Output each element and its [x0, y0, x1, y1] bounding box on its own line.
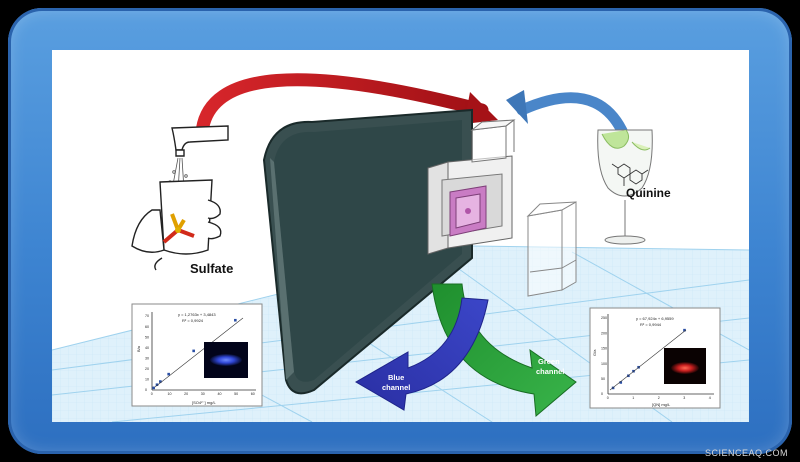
- calibration-plot-quinine: 0 50 100 150 200 250 0 1 2 3 4 y = 67,924x + 6,95…: [589, 307, 721, 409]
- r2-sulfate: R² = 0,9924: [182, 318, 204, 323]
- data-point: [619, 381, 623, 384]
- y-ticks-quinine: 0 50 100 150 200 250: [601, 316, 607, 396]
- x-tick-label: 4: [709, 396, 711, 400]
- x-tick-label: 2: [658, 396, 660, 400]
- y-tick-label: 0: [145, 388, 147, 392]
- ylabel-sulfate: B/a: [136, 345, 141, 352]
- x-tick-label: 10: [167, 392, 171, 396]
- cuvette-holder-icon: [427, 119, 516, 255]
- data-point: [155, 383, 159, 387]
- blue-channel-label-1: Blue: [388, 373, 404, 382]
- equation-sulfate: y = 1,2763x + 3,4843: [178, 312, 216, 317]
- x-tick-label: 60: [251, 392, 255, 396]
- data-point: [152, 386, 155, 390]
- y-tick-label: 200: [601, 331, 607, 335]
- y-tick-label: 0: [601, 392, 603, 396]
- y-tick-label: 50: [601, 377, 605, 381]
- r2-quinine: R² = 0,9944: [640, 322, 662, 327]
- y-tick-label: 50: [145, 335, 149, 339]
- x-ticks-quinine: 0 1 2 3 4: [607, 396, 711, 400]
- x-ticks-sulfate: 0 10 20 30 40 50 60: [151, 392, 255, 396]
- calibration-plot-sulfate: 0 10 20 30 40 50 60 70 0 10 20 30 40 50 60 y = 1,2763…: [131, 303, 263, 407]
- y-tick-label: 60: [145, 325, 149, 329]
- sulfate-label: Sulfate: [190, 261, 234, 276]
- x-tick-label: 1: [632, 396, 634, 400]
- xlabel-quinine: [QN] mg/L: [652, 402, 671, 407]
- data-point: [234, 318, 237, 322]
- y-tick-label: 250: [601, 316, 607, 320]
- faucet-icon: [168, 125, 229, 193]
- blue-channel-arrow: [355, 297, 489, 411]
- y-tick-label: 30: [145, 356, 149, 360]
- y-tick-label: 10: [145, 378, 149, 382]
- sulfate-molecule-icon: [162, 213, 195, 244]
- data-point: [167, 372, 170, 376]
- points-sulfate: [152, 318, 237, 390]
- x-tick-label: 40: [217, 392, 221, 396]
- green-channel-label-2: channel: [536, 367, 564, 376]
- y-tick-label: 20: [145, 367, 149, 371]
- ylabel-quinine: G/a: [592, 349, 597, 356]
- y-tick-label: 100: [601, 362, 607, 366]
- equation-quinine: y = 67,924x + 6,9559: [636, 316, 674, 321]
- x-tick-label: 50: [234, 392, 238, 396]
- x-tick-label: 0: [607, 396, 609, 400]
- y-tick-label: 40: [145, 346, 149, 350]
- smartphone-screen: [262, 108, 473, 395]
- y-ticks-sulfate: 0 10 20 30 40 50 60 70: [145, 314, 149, 392]
- y-tick-label: 150: [601, 347, 607, 351]
- cocktail-glass-icon: [597, 129, 653, 245]
- x-tick-label: 3: [683, 396, 685, 400]
- quinine-label: Quinine: [626, 186, 671, 200]
- x-tick-label: 20: [184, 392, 188, 396]
- diagram-svg: Blue channel Green channel 0102030405060…: [52, 73, 749, 422]
- watermark: SCIENCEAQ.COM: [704, 448, 788, 458]
- data-point: [192, 349, 195, 353]
- blue-channel-label-2: channel: [382, 383, 410, 392]
- xlabel-sulfate: [SO4²⁻] mg/L: [192, 400, 216, 405]
- cuvette-icon: [526, 201, 577, 297]
- data-point: [683, 328, 686, 332]
- data-point: [159, 380, 162, 383]
- y-tick-label: 70: [145, 314, 149, 318]
- x-tick-label: 0: [151, 392, 153, 396]
- x-tick-label: 30: [201, 392, 205, 396]
- green-channel-label-1: Green: [538, 357, 560, 366]
